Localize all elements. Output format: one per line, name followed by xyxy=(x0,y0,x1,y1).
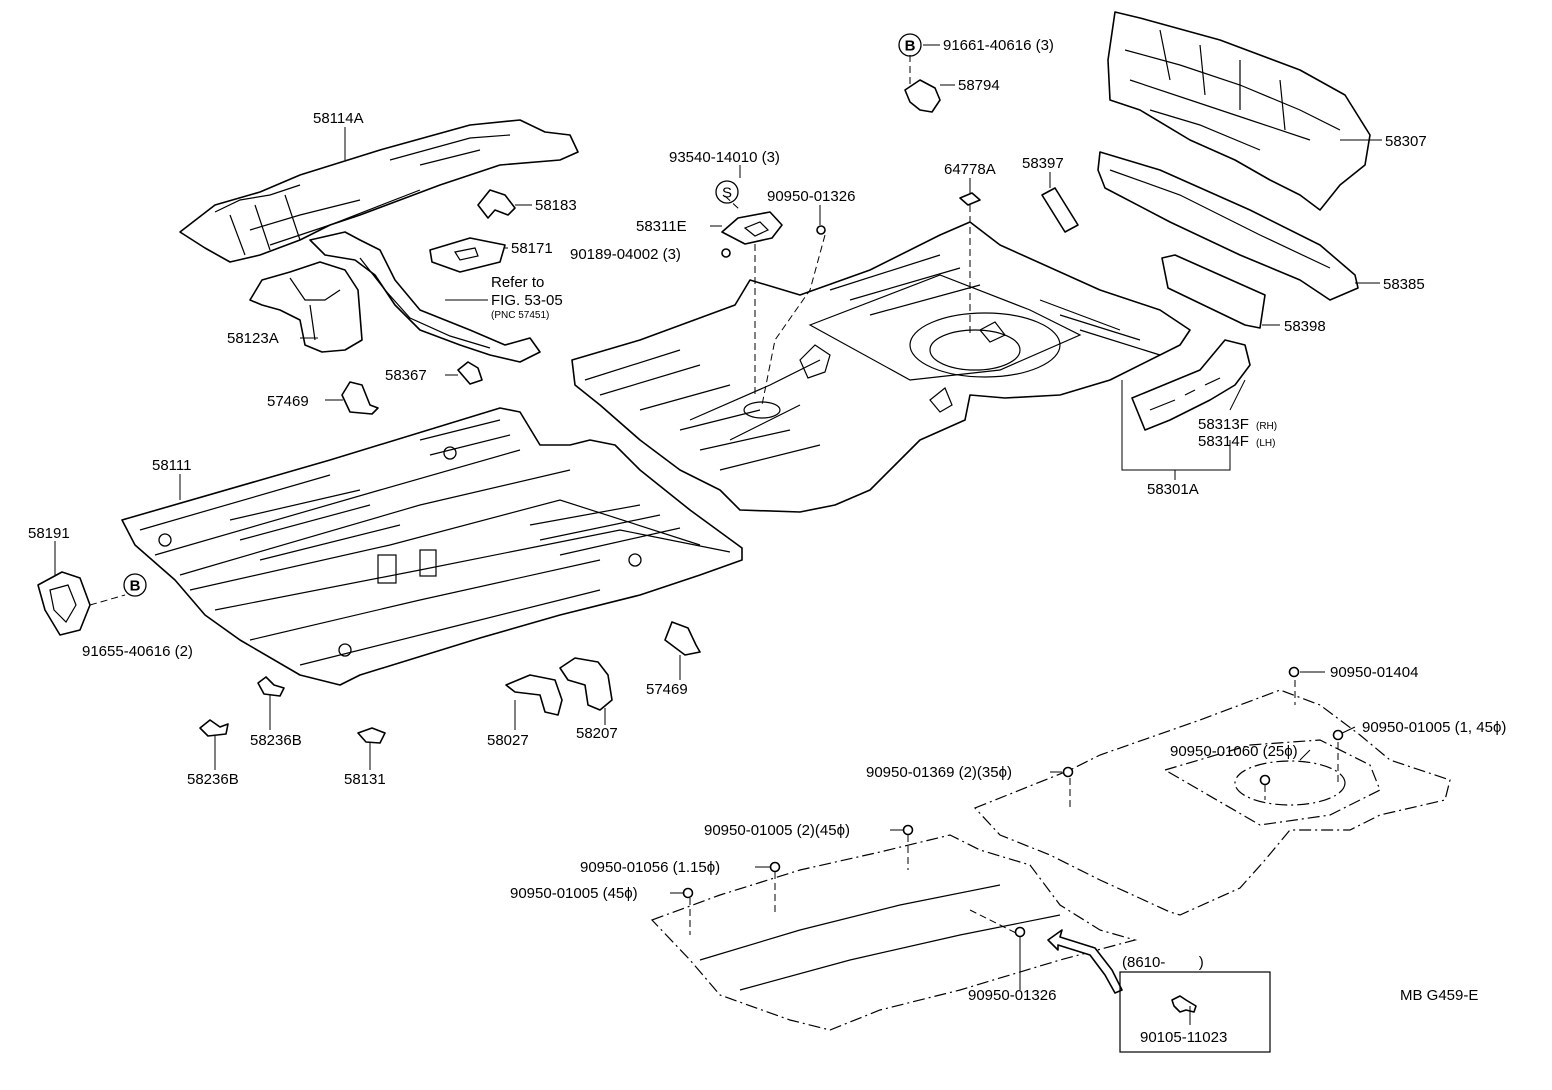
label-58307: 58307 xyxy=(1385,133,1427,150)
part-58191 xyxy=(37,571,91,636)
part-58794 xyxy=(904,79,941,113)
part-rear-floor-silencer xyxy=(973,689,1451,916)
part-58313F-58314F xyxy=(1131,339,1251,431)
part-58123A xyxy=(249,261,363,353)
part-fig-53-05-member xyxy=(309,231,541,363)
part-58398 xyxy=(1161,254,1266,329)
label-58114A: 58114A xyxy=(313,110,364,127)
bolt-icon xyxy=(1171,995,1197,1013)
label-90950-01005-b: 90950-01005 (2)(45ϕ) xyxy=(704,822,850,839)
labels: 91661-40616 (3) 58794 58307 58114A 58183… xyxy=(28,37,1506,1046)
label-90950-01326-bottom: 90950-01326 xyxy=(968,987,1056,1004)
detail-arrow xyxy=(1047,929,1123,994)
part-64778A xyxy=(959,192,981,206)
label-58111: 58111 xyxy=(152,457,192,474)
part-58183 xyxy=(477,189,516,219)
label-91655-40616: 91655-40616 (2) xyxy=(82,643,193,660)
part-58111 xyxy=(121,407,743,686)
label-58367: 58367 xyxy=(385,367,427,384)
label-58183: 58183 xyxy=(535,197,577,214)
drawing-code: MB G459-E xyxy=(1400,987,1478,1004)
label-90950-01060: 90950-01060 (25ϕ) xyxy=(1170,743,1298,760)
label-58236B-a: 58236B xyxy=(250,732,302,749)
label-90189-04002: 90189-04002 (3) xyxy=(570,246,681,263)
label-58398: 58398 xyxy=(1284,318,1326,335)
label-58314F: 58314F xyxy=(1198,433,1249,450)
part-58131 xyxy=(357,727,386,744)
label-58171: 58171 xyxy=(511,240,553,257)
label-90950-01005-a: 90950-01005 (1, 45ϕ) xyxy=(1362,719,1506,736)
label-91661-40616: 91661-40616 (3) xyxy=(943,37,1054,54)
part-58171 xyxy=(429,237,506,273)
svg-text:S: S xyxy=(722,185,732,202)
label-58027: 58027 xyxy=(487,732,529,749)
label-58131: 58131 xyxy=(344,771,386,788)
label-58313F-rh: (RH) xyxy=(1256,421,1277,432)
part-58311E xyxy=(721,211,783,245)
label-inset-header: (8610- ) xyxy=(1122,954,1204,971)
label-58385: 58385 xyxy=(1383,276,1425,293)
label-pnc-57451: (PNC 57451) xyxy=(491,310,549,321)
label-90950-01005-c: 90950-01005 (45ϕ) xyxy=(510,885,638,902)
part-58385 xyxy=(1097,151,1359,301)
label-90950-01369: 90950-01369 (2)(35ϕ) xyxy=(866,764,1012,781)
label-58311E: 58311E xyxy=(636,218,687,235)
part-57469-lower xyxy=(664,621,701,656)
label-90950-01326-top: 90950-01326 xyxy=(767,188,855,205)
part-front-floor-silencer xyxy=(650,834,1138,1031)
label-refer-to: Refer to xyxy=(491,274,544,291)
label-58236B-b: 58236B xyxy=(187,771,239,788)
b-marker-left: B xyxy=(123,573,147,597)
label-58207: 58207 xyxy=(576,725,618,742)
label-57469-upper: 57469 xyxy=(267,393,309,410)
label-58314F-lh: (LH) xyxy=(1256,438,1275,449)
label-90950-01404: 90950-01404 xyxy=(1330,664,1418,681)
fastener-glyphs xyxy=(682,225,1344,938)
svg-text:B: B xyxy=(130,578,141,595)
part-58397 xyxy=(1041,187,1079,233)
label-58301A: 58301A xyxy=(1147,481,1199,498)
s-marker: S xyxy=(715,180,739,204)
label-64778A: 64778A xyxy=(944,161,996,178)
label-58313F: 58313F xyxy=(1198,416,1249,433)
label-58397: 58397 xyxy=(1022,155,1064,172)
label-58123A: 58123A xyxy=(227,330,279,347)
label-58191: 58191 xyxy=(28,525,70,542)
label-93540-14010: 93540-14010 (3) xyxy=(669,149,780,166)
assembly-lines xyxy=(89,55,1339,936)
part-rear-floor-pan xyxy=(571,221,1191,513)
part-58114A xyxy=(179,119,579,263)
part-58367 xyxy=(457,361,483,385)
b-marker-top: B xyxy=(898,33,922,57)
inset-box xyxy=(1119,971,1271,1053)
part-58307 xyxy=(1107,11,1371,211)
label-57469-lower: 57469 xyxy=(646,681,688,698)
part-58236B-a xyxy=(257,676,285,697)
label-90950-01056: 90950-01056 (1.15ϕ) xyxy=(580,859,720,876)
part-58207 xyxy=(559,657,613,711)
part-58027 xyxy=(505,674,563,716)
label-90105-11023: 90105-11023 xyxy=(1140,1029,1227,1046)
label-fig-53-05: FIG. 53-05 xyxy=(491,292,563,309)
part-58236B-b xyxy=(199,719,229,737)
part-57469-upper xyxy=(341,381,379,415)
svg-text:B: B xyxy=(905,38,916,55)
leader-lines xyxy=(54,44,1382,1025)
label-58794: 58794 xyxy=(958,77,1000,94)
